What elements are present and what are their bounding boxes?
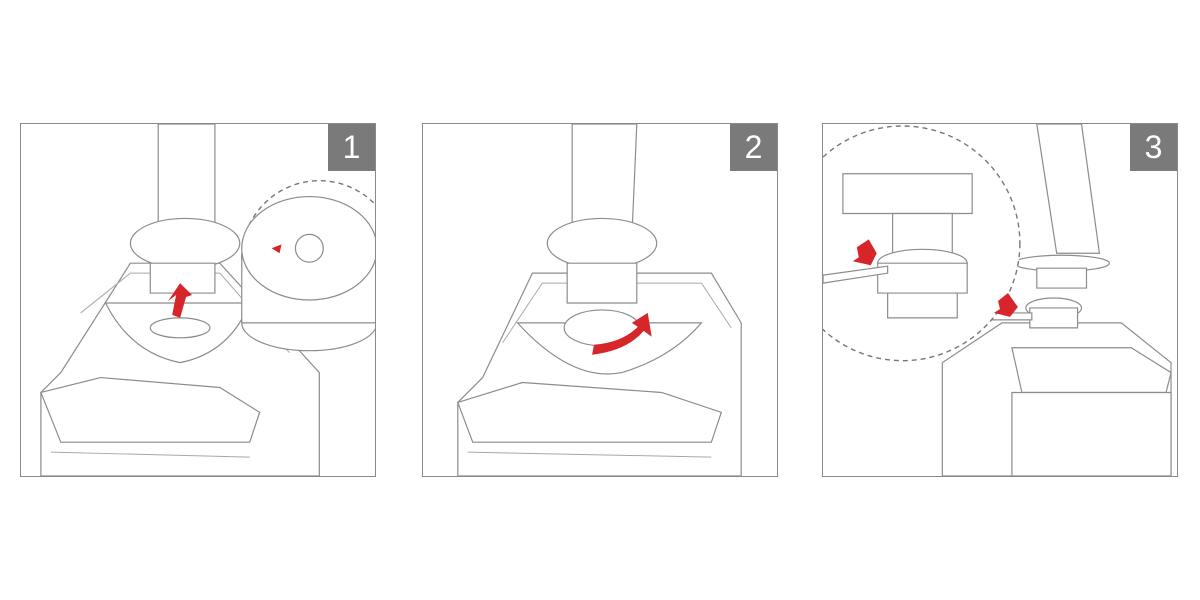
step-3-panel: 3 [822, 123, 1178, 477]
push-arrow-icon [994, 293, 1018, 317]
step-2-illustration [457, 124, 742, 476]
step-number-badge: 1 [328, 124, 375, 171]
push-arrow-icon [852, 239, 877, 266]
alignment-marker-icon [271, 244, 282, 254]
step-1-panel: 1 [20, 123, 376, 477]
step-2-panel: 2 [422, 123, 778, 477]
step-3-illustration [823, 124, 1172, 476]
rotate-arrow-icon [592, 312, 652, 355]
step-number-badge: 3 [1130, 124, 1177, 171]
up-arrow-icon [168, 283, 193, 318]
step-number-badge: 2 [730, 124, 777, 171]
step-1-illustration [40, 124, 375, 476]
